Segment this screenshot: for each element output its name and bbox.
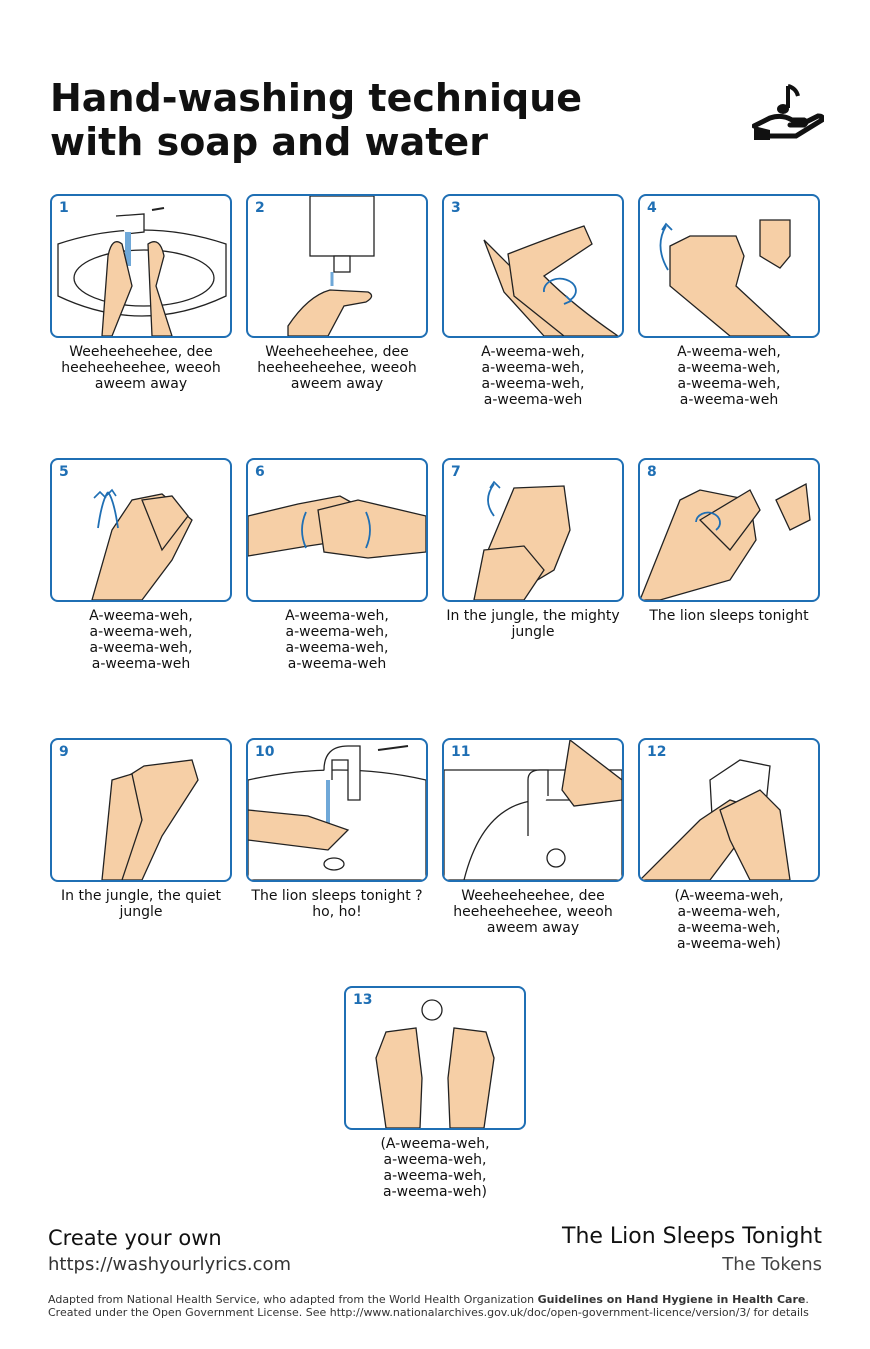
step-number: 11 (451, 744, 471, 760)
attribution-text: Adapted from National Health Service, wh… (48, 1293, 809, 1319)
page-title: Hand-washing technique with soap and wat… (50, 76, 650, 164)
step-6-caption: A-weema-weh,a-weema-weh,a-weema-weh,a-we… (285, 608, 389, 672)
step-number: 3 (451, 200, 461, 216)
step-2-panel: 2 (246, 194, 428, 338)
guidelines-title: Guidelines on Hand Hygiene in Health Car… (537, 1293, 806, 1306)
clean-hands-illustration (375, 999, 495, 1128)
dry-with-towel-illustration (640, 759, 791, 880)
step-12-caption: (A-weema-weh,a-weema-weh,a-weema-weh,a-w… (674, 888, 784, 952)
rinse-under-tap-illustration (248, 745, 426, 880)
rinse-hands-illustration (101, 759, 199, 880)
step-number: 12 (647, 744, 667, 760)
step-number: 7 (451, 464, 461, 480)
step-number: 13 (353, 992, 373, 1008)
fingertips-in-palm-illustration (640, 482, 811, 600)
step-3-panel: 3 (442, 194, 624, 338)
palm-to-palm-illustration (483, 225, 620, 336)
song-title: The Lion Sleeps Tonight (562, 1224, 822, 1249)
create-your-own-text: Create your own (48, 1226, 222, 1250)
title-line-1: Hand-washing technique (50, 76, 583, 120)
step-number: 8 (647, 464, 657, 480)
step-number: 4 (647, 200, 657, 216)
wet-hands-under-tap-illustration (57, 207, 227, 336)
step-number: 9 (59, 744, 69, 760)
website-link[interactable]: https://washyourlyrics.com (48, 1254, 292, 1275)
step-10-caption: The lion sleeps tonight ?ho, ho! (251, 888, 423, 920)
step-number: 6 (255, 464, 265, 480)
soap-dispenser-illustration (287, 196, 375, 336)
step-13-panel: 13 (344, 986, 526, 1130)
step-13-caption: (A-weema-weh,a-weema-weh,a-weema-weh,a-w… (380, 1136, 490, 1200)
step-7-panel: 7 (442, 458, 624, 602)
step-number: 1 (59, 200, 69, 216)
step-8-panel: 8 (638, 458, 820, 602)
step-5-caption: A-weema-weh,a-weema-weh,a-weema-weh,a-we… (89, 608, 193, 672)
step-10-panel: 10 (246, 738, 428, 882)
step-3-caption: A-weema-weh,a-weema-weh,a-weema-weh,a-we… (481, 344, 585, 408)
step-6-panel: 6 (246, 458, 428, 602)
step-number: 5 (59, 464, 69, 480)
step-number: 2 (255, 200, 265, 216)
rotational-thumb-rub-illustration (473, 480, 571, 600)
step-1-panel: 1 (50, 194, 232, 338)
step-8-caption: The lion sleeps tonight (649, 608, 809, 624)
title-line-2: with soap and water (50, 120, 488, 164)
fingers-interlocked-illustration (248, 495, 426, 559)
step-12-panel: 12 (638, 738, 820, 882)
step-11-panel: 11 (442, 738, 624, 882)
music-note-hand-icon (752, 84, 824, 140)
step-9-panel: 9 (50, 738, 232, 882)
interlaced-fingers-illustration (91, 488, 193, 600)
turn-off-tap-illustration (444, 740, 622, 880)
step-4-caption: A-weema-weh,a-weema-weh,a-weema-weh,a-we… (677, 344, 781, 408)
step-5-panel: 5 (50, 458, 232, 602)
back-of-hands-illustration (659, 219, 791, 336)
song-artist: The Tokens (722, 1254, 822, 1275)
step-number: 10 (255, 744, 275, 760)
step-4-panel: 4 (638, 194, 820, 338)
license-text: Created under the Open Government Licens… (48, 1306, 809, 1319)
